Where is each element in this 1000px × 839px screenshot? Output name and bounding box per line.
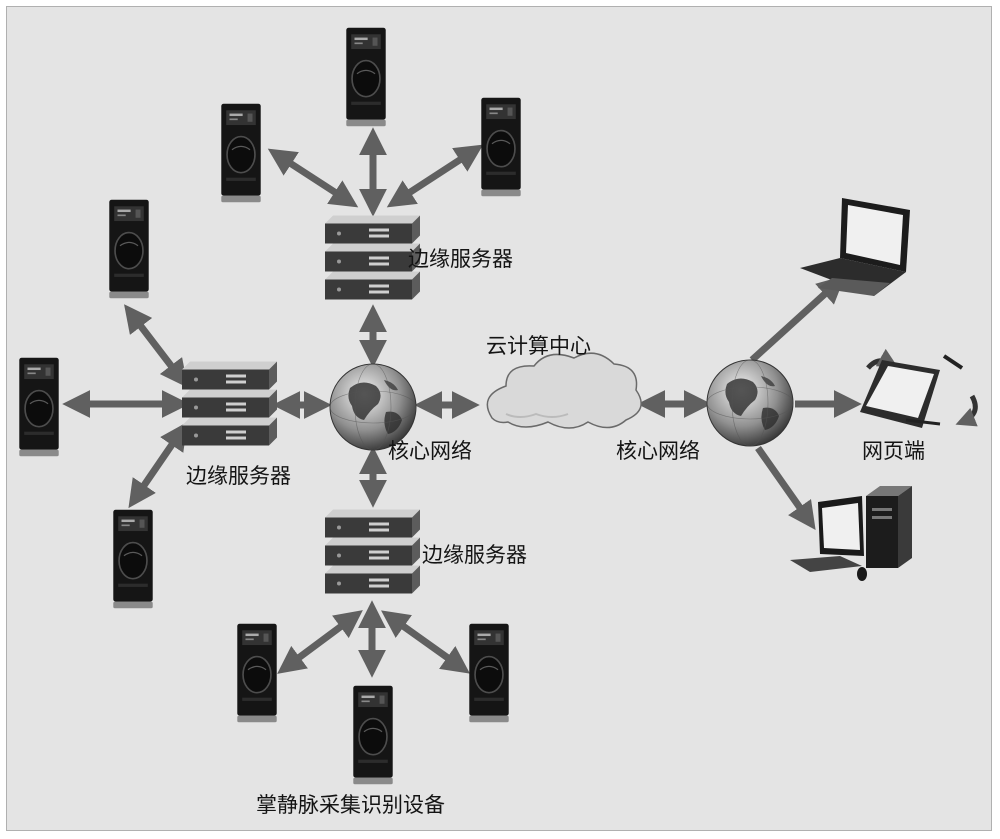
- palm-vein-device-icon: [345, 26, 387, 128]
- palm-vein-device-icon: [236, 622, 278, 724]
- laptop-icon: [800, 198, 910, 296]
- palm-vein-device-icon: [480, 96, 522, 198]
- edge-server-top-label: 边缘服务器: [408, 247, 513, 271]
- pda-icon: [860, 348, 978, 428]
- connector-lines: [62, 127, 862, 678]
- palm-vein-device-icon: [468, 622, 510, 724]
- core-network-left-globe-icon: [329, 363, 417, 451]
- palm-vein-device-icon: [352, 684, 394, 786]
- core-network-left-label: 核心网络: [388, 439, 472, 463]
- palm-vein-device-icon: [108, 198, 150, 300]
- edge-server-top-icon: [325, 215, 420, 300]
- edge-server-bottom-label: 边缘服务器: [422, 543, 527, 567]
- connector-line: [267, 148, 359, 208]
- palm-vein-device-icon: [112, 508, 154, 610]
- cloud-center-label: 云计算中心: [486, 334, 591, 358]
- core-network-right-globe-icon: [706, 359, 794, 447]
- edge-server-left-label: 边缘服务器: [186, 464, 291, 488]
- connector-line: [381, 610, 470, 674]
- connector-line: [277, 610, 363, 674]
- palm-vein-device-icon: [220, 102, 262, 204]
- edge-server-bottom-icon: [325, 509, 420, 594]
- palm-vein-device-label: 掌静脉采集识别设备: [256, 793, 445, 817]
- web-client-label: 网页端: [862, 439, 925, 463]
- connector-line: [124, 304, 188, 388]
- connector-line: [128, 421, 188, 509]
- palm-vein-device-icon: [18, 356, 60, 458]
- connector-line: [755, 445, 816, 531]
- connector-line: [749, 275, 846, 363]
- cloud-icon: [486, 352, 642, 429]
- edge-server-left-icon: [182, 361, 277, 446]
- connector-line: [386, 144, 484, 208]
- desktop-computer-icon: [790, 486, 912, 581]
- core-network-right-label: 核心网络: [616, 439, 700, 463]
